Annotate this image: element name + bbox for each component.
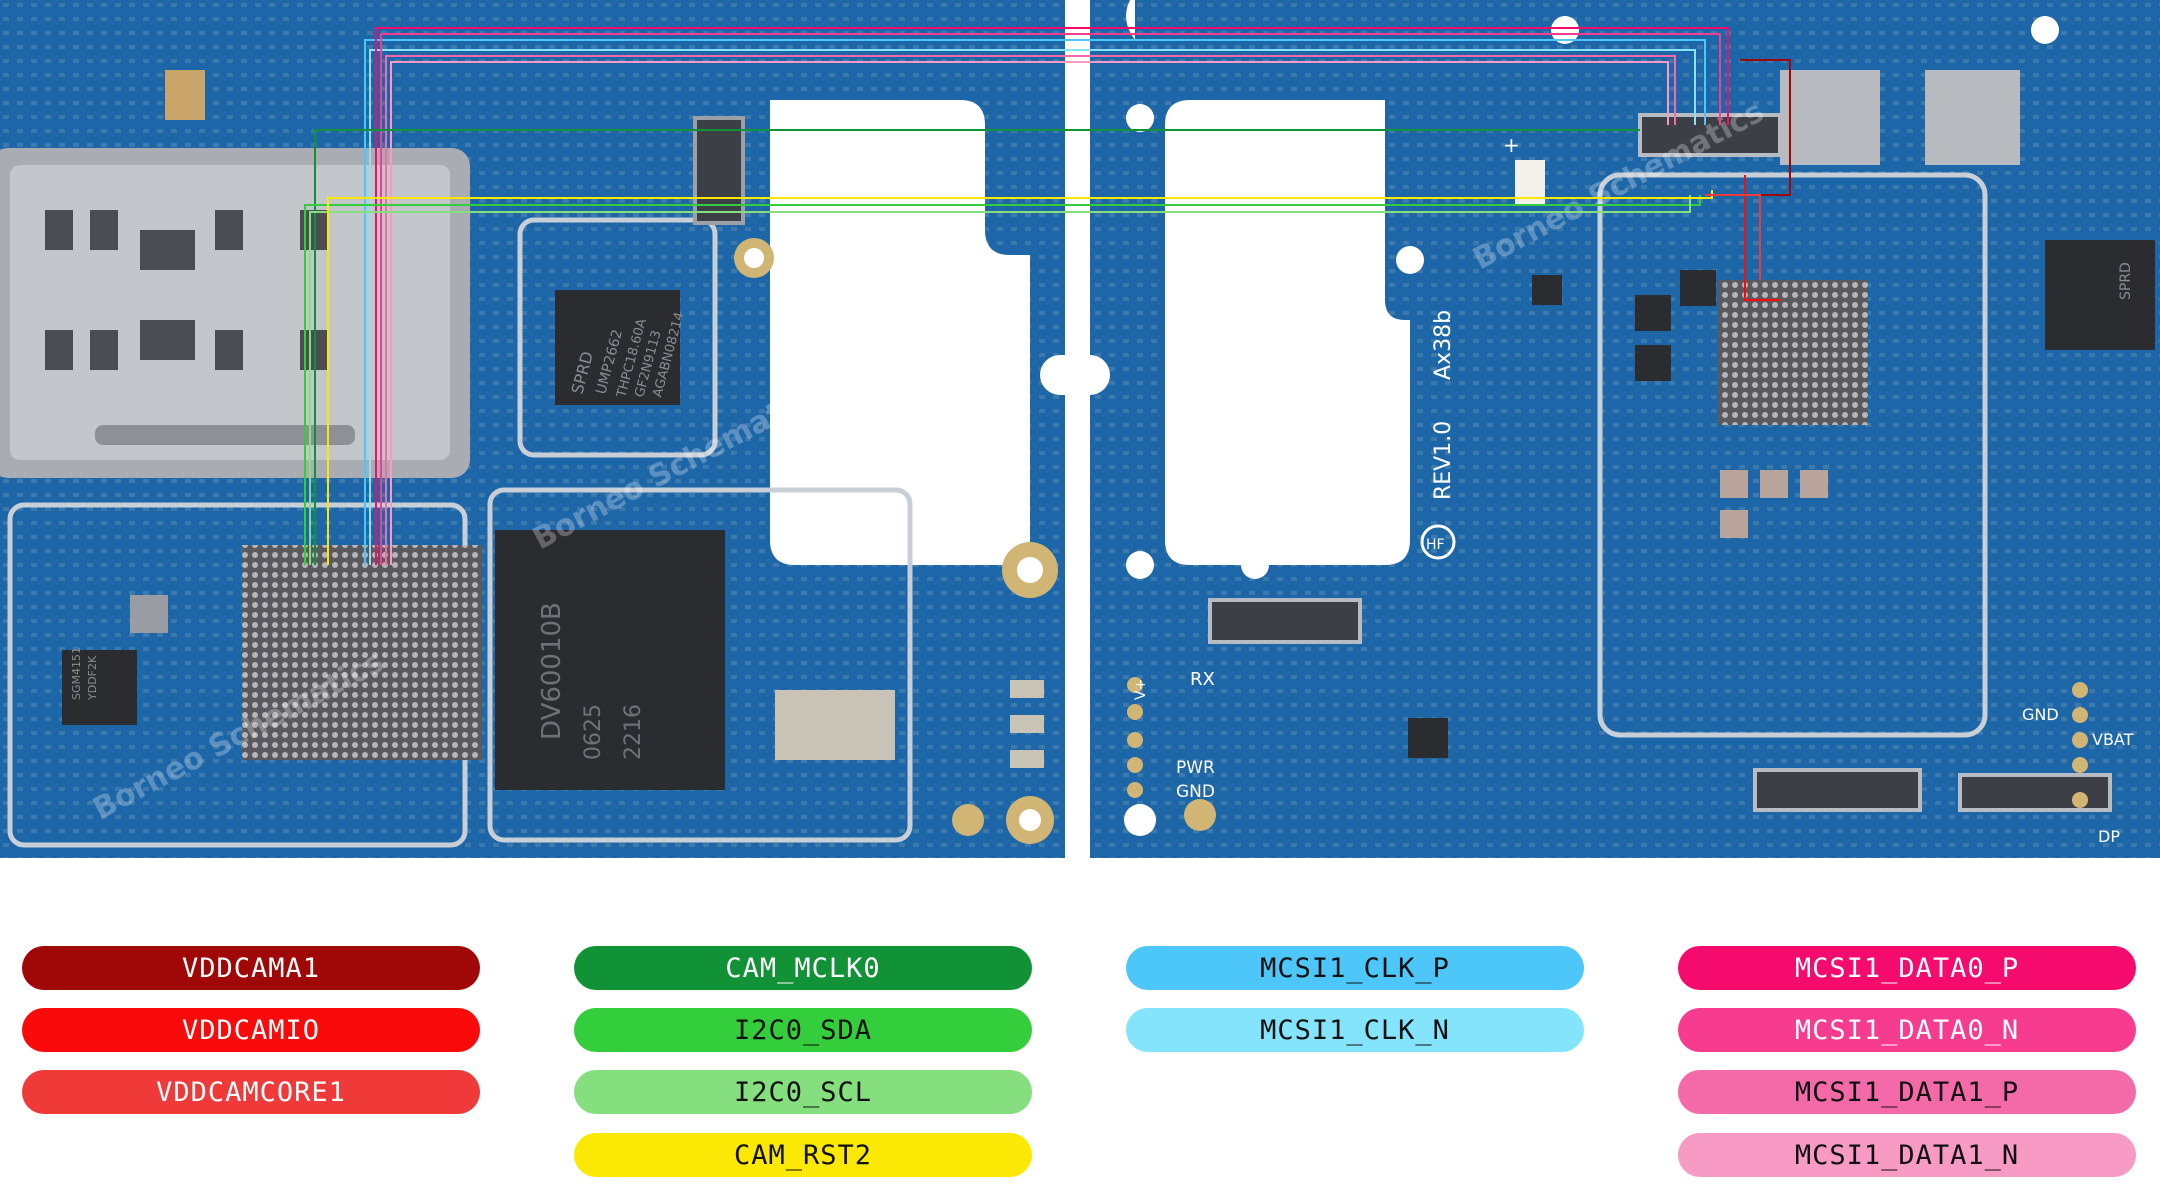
trace-vddcama1: [1740, 59, 1791, 196]
silk-pwr: PWR: [1176, 758, 1215, 778]
svg-text:DV60010B: DV60010B: [537, 602, 567, 740]
legend-item-mcsi1-data1-p: MCSI1_DATA1_P: [1678, 1070, 2136, 1114]
silk-model: Ax38b: [1431, 310, 1456, 380]
trace-cam-mclk0: [314, 129, 1640, 565]
pcb-board-image: DV60010B 0625 2216 SPRD UMP2662 THPC18.6…: [0, 0, 2160, 858]
legend-item-vddcamio: VDDCAMIO: [22, 1008, 480, 1052]
legend-item-i2c0-scl: I2C0_SCL: [574, 1070, 1032, 1114]
silk-gnd-right: GND: [2022, 705, 2059, 724]
trace-mcsi1-data0-n: [380, 33, 1721, 565]
silk-gnd-left: GND: [1176, 782, 1215, 802]
legend-item-mcsi1-data0-n: MCSI1_DATA0_N: [1678, 1008, 2136, 1052]
trace-mcsi1-clk-n: [369, 49, 1696, 565]
board-cutout-left: [770, 100, 1030, 565]
trace-mcsi1-data0-p: [375, 27, 1729, 565]
sim-card-tray: [0, 148, 470, 478]
left-board: DV60010B 0625 2216 SPRD UMP2662 THPC18.6…: [0, 0, 1100, 858]
trace-vddcamio: [1744, 175, 1780, 301]
trace-vddcamcore1: [1705, 194, 1761, 280]
signal-traces: [304, 27, 1791, 565]
svg-text:0625: 0625: [581, 704, 606, 760]
legend-item-mcsi1-data1-n: MCSI1_DATA1_N: [1678, 1133, 2136, 1177]
legend-item-vddcama1: VDDCAMA1: [22, 946, 480, 990]
silk-hf: HF: [1426, 537, 1445, 553]
trace-mcsi1-clk-p: [364, 39, 1706, 565]
trace-i2c0-scl: [309, 195, 1691, 565]
memory-chip: [495, 530, 725, 790]
legend-item-cam-rst2: CAM_RST2: [574, 1133, 1032, 1177]
trace-mcsi1-data1-n: [390, 61, 1669, 565]
trace-i2c0-sda: [304, 195, 1701, 565]
legend-item-mcsi1-clk-n: MCSI1_CLK_N: [1126, 1008, 1584, 1052]
legend-item-i2c0-sda: I2C0_SDA: [574, 1008, 1032, 1052]
right-board: SPRD: [1050, 0, 2160, 858]
legend-item-mcsi1-data0-p: MCSI1_DATA0_P: [1678, 946, 2136, 990]
silk-plus: +: [1503, 133, 1520, 157]
legend-item-cam-mclk0: CAM_MCLK0: [574, 946, 1032, 990]
svg-text:SGM4151: SGM4151: [70, 647, 83, 700]
legend-item-mcsi1-clk-p: MCSI1_CLK_P: [1126, 946, 1584, 990]
trace-mcsi1-data1-p: [385, 55, 1676, 565]
board-cutout-right: [1165, 100, 1410, 565]
silk-vbat: VBAT: [2092, 730, 2134, 749]
camera-connector: [1638, 113, 1782, 157]
silk-rev: REV1.0: [1431, 421, 1456, 500]
svg-text:2216: 2216: [621, 704, 646, 760]
soc-bga-chip: [242, 545, 482, 760]
silk-dp: DP: [2098, 827, 2120, 846]
rf-bga-chip: [1718, 280, 1868, 425]
silk-rx: RX: [1190, 669, 1215, 690]
svg-text:YDDF2K: YDDF2K: [86, 655, 99, 701]
pmic-chip: [555, 290, 680, 405]
legend-item-vddcamcore1: VDDCAMCORE1: [22, 1070, 480, 1114]
silk-vplus: V+: [1133, 679, 1149, 700]
svg-text:SPRD: SPRD: [2118, 262, 2134, 300]
